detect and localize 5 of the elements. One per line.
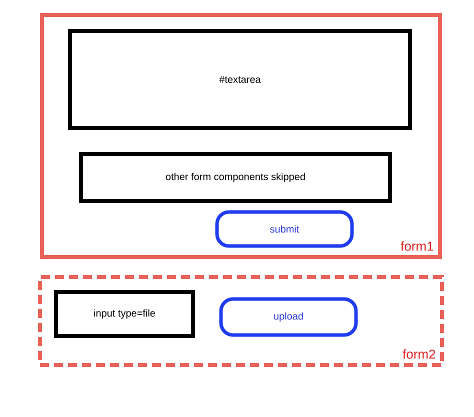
input-box: input type=file	[54, 290, 195, 338]
input-box: other form components skipped	[79, 152, 392, 203]
button: submit	[215, 210, 354, 248]
button: upload	[219, 297, 358, 337]
input-box: #textarea	[68, 29, 412, 130]
